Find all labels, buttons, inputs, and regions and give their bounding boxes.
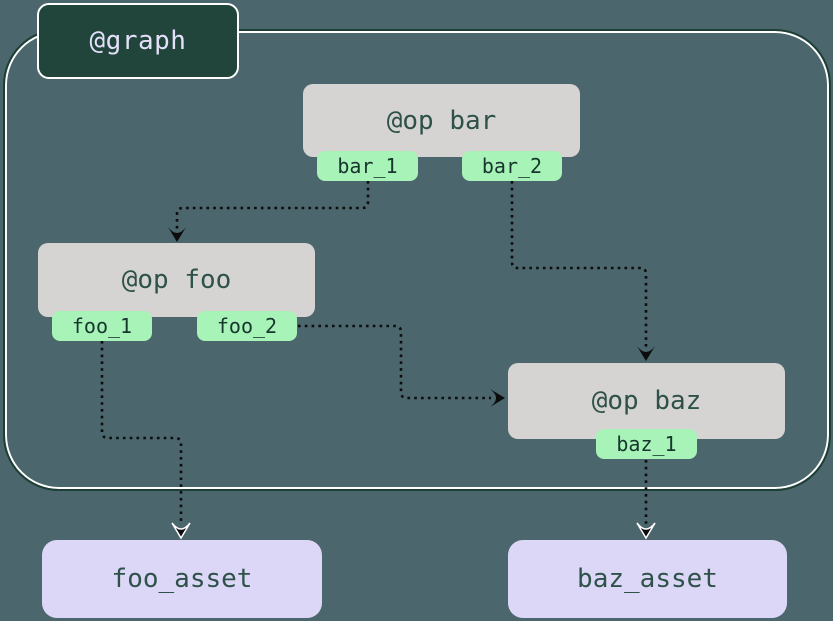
graph-label: @graph <box>37 3 239 79</box>
output-tab-foo-2: foo_2 <box>197 311 297 341</box>
output-tab-bar-2: bar_2 <box>462 151 562 181</box>
graph-label-text: @graph <box>89 26 187 56</box>
asset-baz-label: baz_asset <box>577 564 718 594</box>
asset-node-foo: foo_asset <box>42 540 322 618</box>
asset-foo-label: foo_asset <box>111 564 253 594</box>
arrowhead-foo1-to-foo-asset <box>171 522 191 540</box>
op-foo-label: @op foo <box>121 265 232 295</box>
op-bar-label: @op bar <box>386 105 497 136</box>
op-baz-label: @op baz <box>591 386 702 416</box>
output-tab-baz-1: baz_1 <box>596 429 697 459</box>
op-node-foo: @op foo <box>38 243 315 317</box>
output-tab-foo-1: foo_1 <box>52 311 152 341</box>
output-tab-bar-1: bar_1 <box>317 151 418 181</box>
asset-node-baz: baz_asset <box>508 540 787 618</box>
op-node-baz: @op baz <box>508 363 785 439</box>
graph-boundary <box>3 29 831 491</box>
op-node-bar: @op bar <box>303 84 580 157</box>
arrowhead-baz1-to-baz-asset <box>636 522 656 540</box>
